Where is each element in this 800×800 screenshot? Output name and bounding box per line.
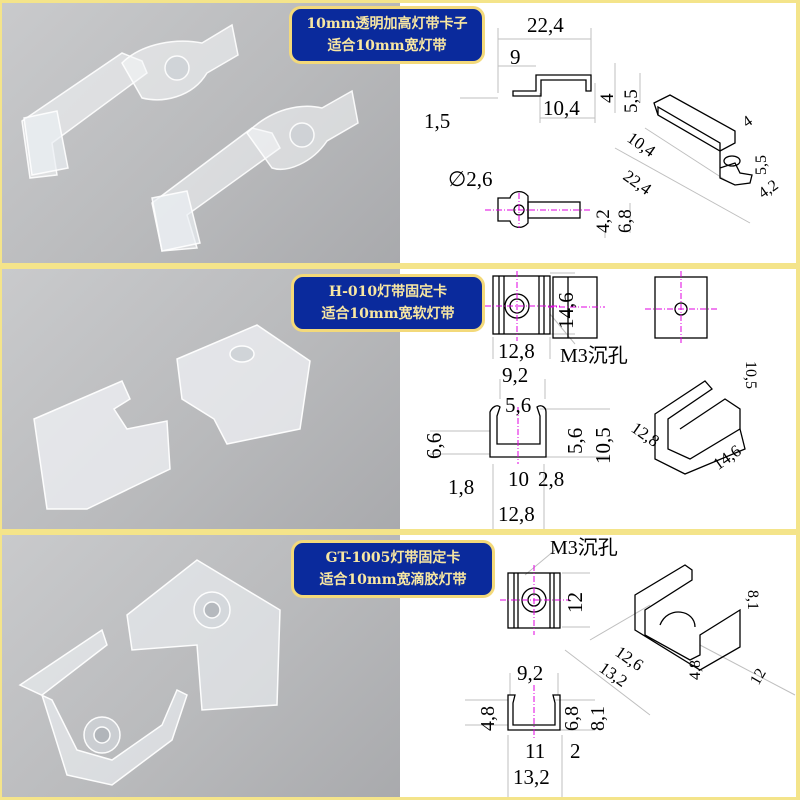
badge-title: GT-1005灯带固定卡: [325, 550, 461, 566]
dim-outer-width: 12,8: [498, 502, 535, 526]
dim-inner-height: 6,8: [561, 706, 583, 731]
badge-title: 10mm透明加高灯带卡子: [306, 16, 468, 32]
dim-wall-height: 4,8: [477, 706, 499, 731]
technical-drawing-raised-clip: 22,4 9 10,4 1,5 4 5,5 10,4 22,4 4 5,5 4,…: [400, 3, 796, 263]
dim-top-view-length: 12: [563, 592, 587, 613]
dim-tab-outer-width: 6,8: [615, 209, 636, 233]
dim-offset: 9: [510, 45, 521, 69]
section-gt1005-clip: M3沉孔 12 9,2 4,8 6,8 8,1 11 2 13,2 12,6 1…: [0, 532, 800, 800]
dim-inner-width: 10: [508, 467, 529, 491]
badge-title: H-010灯带固定卡: [328, 284, 448, 300]
dim-hole-diameter: ∅2,6: [448, 167, 493, 191]
product-badge-gt1005-clip: GT-1005灯带固定卡 适合10mm宽滴胶灯带: [291, 540, 495, 598]
dim-total-height: 10,5: [591, 427, 615, 464]
product-photo-h010-clip: [2, 269, 400, 529]
dim-tab-width: 4,2: [593, 209, 614, 233]
dim-inner-height: 5,6: [563, 427, 587, 454]
badge-subtitle: 适合10mm宽灯带: [327, 38, 447, 54]
dim-top-view-width: 12,8: [498, 339, 535, 363]
clip-illustration: [33, 324, 311, 510]
badge-subtitle: 适合10mm宽软灯带: [321, 306, 455, 322]
dim-inner-width: 11: [525, 739, 546, 763]
drawing-lines: [460, 28, 753, 238]
dim-total-height: 5,5: [621, 89, 642, 113]
dim-overall-length: 22,4: [527, 13, 564, 37]
hole-note: M3沉孔: [560, 345, 628, 367]
dim-inner-height: 4: [597, 93, 618, 104]
dim-opening-inner: 5,6: [505, 393, 532, 417]
dim-iso-height: 4,8: [687, 660, 704, 680]
dim-base-thickness: 2: [570, 739, 581, 763]
section-h010-clip: 14,6 12,8 M3沉孔 9,2 5,6 6,6 5,6 10,5 1,8 …: [0, 266, 800, 532]
section-raised-clip: 22,4 9 10,4 1,5 4 5,5 10,4 22,4 4 5,5 4,…: [0, 0, 800, 266]
dim-base-thickness: 1,8: [448, 475, 475, 499]
dim-side-thickness: 2,8: [538, 467, 565, 491]
clip-illustration: [21, 23, 359, 252]
badge-subtitle: 适合10mm宽滴胶灯带: [319, 572, 467, 588]
dim-inner-span: 10,4: [543, 96, 580, 120]
dim-opening: 9,2: [517, 661, 544, 685]
product-badge-raised-clip: 10mm透明加高灯带卡子 适合10mm宽灯带: [289, 6, 485, 64]
dim-base-thickness: 1,5: [424, 109, 451, 133]
clip-illustration: [18, 559, 281, 786]
dim-iso-total-height: 5,5: [753, 155, 770, 175]
technical-drawing-gt1005-clip: M3沉孔 12 9,2 4,8 6,8 8,1 11 2 13,2 12,6 1…: [400, 535, 796, 797]
dim-wall-height: 6,6: [422, 432, 446, 459]
dim-iso-height: 10,5: [742, 361, 759, 389]
hole-note: M3沉孔: [550, 537, 618, 559]
dim-opening-outer: 9,2: [502, 363, 529, 387]
drawing-lines: [465, 549, 796, 797]
dim-top-view-length: 14,6: [554, 292, 578, 329]
dim-total-height: 8,1: [587, 706, 609, 731]
dim-outer-width: 13,2: [513, 765, 550, 789]
drawing-lines: [430, 271, 746, 529]
dim-iso-total-height: 8,1: [744, 590, 761, 610]
product-badge-h010-clip: H-010灯带固定卡 适合10mm宽软灯带: [291, 274, 485, 332]
